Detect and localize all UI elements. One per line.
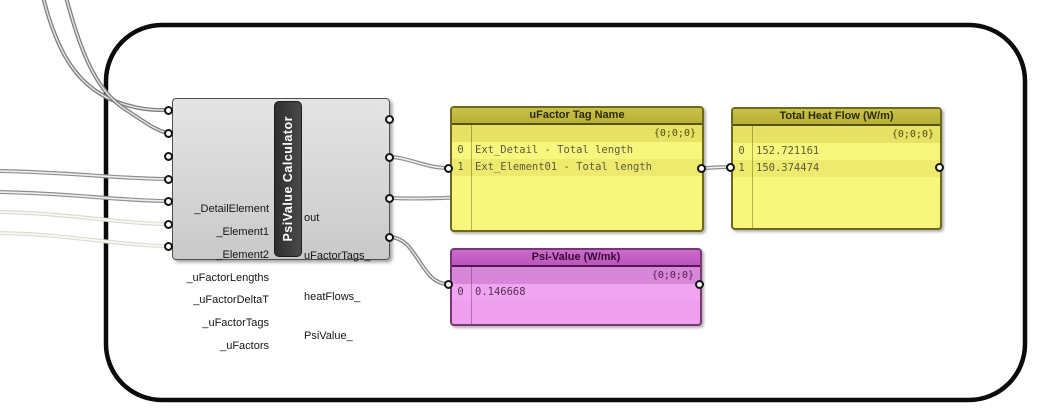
input-param-ufactorlengths[interactable]: _uFactorLengths <box>186 272 269 284</box>
panel-row: 1 150.374474 <box>733 160 940 177</box>
row-index: 0 <box>457 286 464 298</box>
row-index: 1 <box>738 162 745 174</box>
output-nub-heatflows[interactable] <box>385 194 394 203</box>
output-param-heatflows[interactable]: heatFlows_ <box>304 291 361 303</box>
input-nub-ufactortags[interactable] <box>164 220 173 229</box>
input-param-element1[interactable]: _Element1 <box>216 226 269 238</box>
group-frame[interactable] <box>103 22 1028 403</box>
wire-to-element1[interactable] <box>64 0 172 135</box>
input-param-ufactordeltat[interactable]: _uFactorDeltaT <box>193 294 269 306</box>
row-index: 0 <box>457 144 464 156</box>
panel-row: 0 Ext_Detail - Total length <box>452 142 702 159</box>
panel-row: 0 0.146668 <box>452 284 700 301</box>
wire-ufactortags-to-panel[interactable] <box>387 155 450 170</box>
panel-title: Total Heat Flow (W/m) <box>733 109 940 126</box>
panel-output-nub-psi-value[interactable] <box>695 280 704 289</box>
wire-to-ufactorlengths[interactable] <box>0 169 172 181</box>
row-index: 0 <box>738 145 745 157</box>
panel-input-nub-ufactor-tag-name[interactable] <box>444 164 453 173</box>
output-nub-ufactortags[interactable] <box>385 153 394 162</box>
input-nub-ufactors[interactable] <box>164 242 173 251</box>
index-divider <box>752 126 753 228</box>
panel-psi-value[interactable]: Psi-Value (W/mk) {0;0;0} 0 0.146668 <box>450 248 702 326</box>
input-param-ufactors[interactable]: _uFactors <box>220 340 269 352</box>
panel-input-nub-total-heat-flow[interactable] <box>726 163 735 172</box>
data-tree-path: {0;0;0} <box>733 126 940 143</box>
panel-ufactor-tag-name[interactable]: uFactor Tag Name {0;0;0} 0 Ext_Detail - … <box>450 106 704 232</box>
row-index: 1 <box>457 161 464 173</box>
data-tree-path: {0;0;0} <box>452 267 700 284</box>
index-divider <box>471 267 472 324</box>
input-nub-element2[interactable] <box>164 152 173 161</box>
wire-psivalue-to-panel[interactable] <box>387 235 450 286</box>
row-value: 150.374474 <box>756 162 820 174</box>
output-param-out[interactable]: out <box>304 212 320 224</box>
panel-title: uFactor Tag Name <box>452 108 702 125</box>
input-nub-element1[interactable] <box>164 129 173 138</box>
wire-to-ufactors[interactable] <box>0 231 172 248</box>
component-nameplate[interactable]: PsiValue Calculator <box>274 101 302 257</box>
panel-output-nub-ufactor-tag-name[interactable] <box>697 164 706 173</box>
panel-input-nub-psi-value[interactable] <box>444 280 453 289</box>
psivalue-calculator-component[interactable]: _DetailElement _Element1 _Element2 _uFac… <box>172 98 390 352</box>
input-nub-detailelement[interactable] <box>164 106 173 115</box>
row-value: Ext_Element01 - Total length <box>475 161 653 173</box>
row-value: Ext_Detail - Total length <box>475 144 634 156</box>
input-param-ufactortags[interactable]: _uFactorTags <box>202 317 269 329</box>
wire-to-detailelement[interactable] <box>41 0 170 113</box>
panel-row: 0 152.721161 <box>733 143 940 160</box>
output-param-ufactortags[interactable]: uFactorTags_ <box>304 250 371 262</box>
output-param-psivalue[interactable]: PsiValue_ <box>304 330 353 342</box>
panel-title: Psi-Value (W/mk) <box>452 250 700 267</box>
panel-row: 1 Ext_Element01 - Total length <box>452 159 702 176</box>
index-divider <box>471 125 472 230</box>
wire-to-ufactordeltat[interactable] <box>0 190 172 203</box>
output-nub-psivalue[interactable] <box>385 233 394 242</box>
data-tree-path: {0;0;0} <box>452 125 702 142</box>
panel-output-nub-total-heat-flow[interactable] <box>935 163 944 172</box>
row-value: 152.721161 <box>756 145 820 157</box>
component-title: PsiValue Calculator <box>281 116 295 242</box>
row-value: 0.146668 <box>475 286 526 298</box>
input-param-element2[interactable]: _Element2 <box>216 249 269 261</box>
wire-to-ufactortags[interactable] <box>0 210 172 226</box>
input-param-detailelement[interactable]: _DetailElement <box>194 203 269 215</box>
input-nub-ufactordeltat[interactable] <box>164 197 173 206</box>
input-nub-ufactorlengths[interactable] <box>164 175 173 184</box>
panel-total-heat-flow[interactable]: Total Heat Flow (W/m) {0;0;0} 0 152.7211… <box>731 107 942 230</box>
output-nub-out[interactable] <box>385 115 394 124</box>
